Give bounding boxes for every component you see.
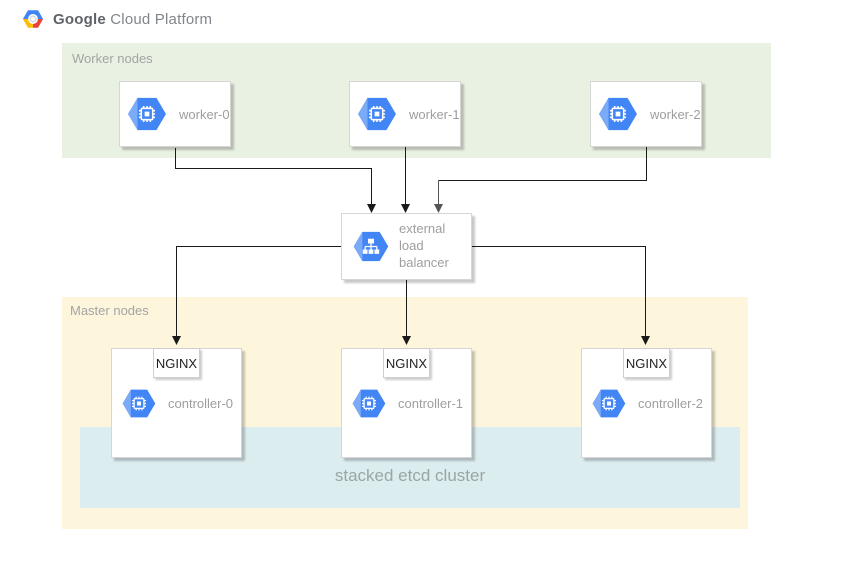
nginx-badge: NGINX	[153, 348, 200, 378]
nginx-badge: NGINX	[623, 348, 670, 378]
node-controller-0: NGINX controller-0	[111, 348, 242, 458]
nginx-badge: NGINX	[383, 348, 430, 378]
controller-1-label: controller-1	[398, 395, 464, 411]
page-title: Google Cloud Platform	[53, 11, 212, 28]
node-worker-2: worker-2	[590, 81, 702, 147]
controller-0-label: controller-0	[168, 395, 234, 411]
worker-2-label: worker-2	[650, 106, 701, 122]
node-worker-0: worker-0	[119, 81, 231, 147]
compute-engine-icon	[591, 388, 627, 419]
compute-engine-icon	[126, 96, 168, 132]
compute-engine-icon	[597, 96, 639, 132]
gcp-logo-icon	[22, 10, 44, 28]
node-worker-1: worker-1	[349, 81, 461, 147]
compute-engine-icon	[121, 388, 157, 419]
brand-google: Google	[53, 10, 106, 28]
arrowhead-worker2	[434, 204, 443, 213]
worker-0-label: worker-0	[179, 106, 230, 122]
worker-nodes-label: Worker nodes	[72, 51, 153, 66]
compute-engine-icon	[356, 96, 398, 132]
arrowhead-worker0	[367, 204, 376, 213]
load-balancer-icon	[352, 230, 390, 263]
arrowhead-worker1	[401, 204, 410, 213]
compute-engine-icon	[351, 388, 387, 419]
worker-1-label: worker-1	[409, 106, 460, 122]
node-controller-2: NGINX controller-2	[581, 348, 712, 458]
stacked-etcd-cluster-label: stacked etcd cluster	[334, 466, 486, 485]
load-balancer-label: external load balancer	[399, 221, 449, 270]
master-nodes-label: Master nodes	[70, 303, 149, 318]
controller-2-label: controller-2	[638, 395, 704, 411]
header: Google Cloud Platform	[22, 8, 212, 30]
node-external-load-balancer: external load balancer	[341, 213, 472, 280]
node-controller-1: NGINX controller-1	[341, 348, 472, 458]
brand-cloud-platform: Cloud Platform	[110, 10, 213, 28]
